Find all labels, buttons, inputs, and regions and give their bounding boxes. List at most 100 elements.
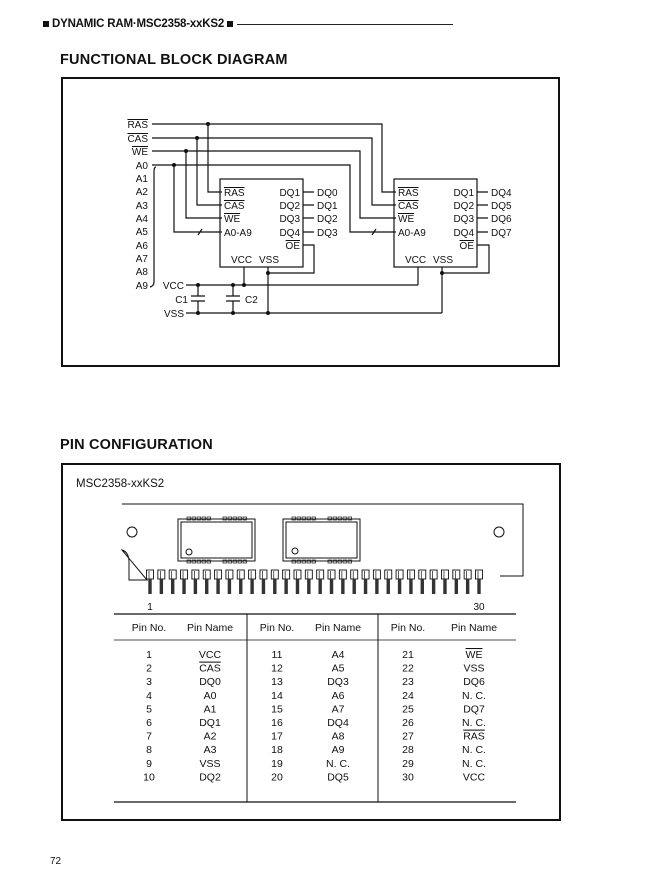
module-chip-2 (282, 518, 361, 562)
input-label-a3: A3 (136, 201, 149, 212)
pin-number: 15 (271, 703, 283, 715)
oe-wire-1 (268, 244, 315, 274)
chip-lead (327, 516, 332, 521)
edge-pin (316, 569, 325, 594)
pin-name: VSS (463, 663, 484, 675)
tap-cas-1 (196, 138, 222, 206)
edge-pin (372, 569, 381, 594)
bus-slash-2 (371, 228, 377, 236)
chip-1-pin-dq1: DQ1 (279, 188, 300, 199)
chip-1-pin-a0-a9: A0-A9 (224, 228, 252, 239)
pin-config-frame: MSC2358-xxKS2 1 30 Pin No.Pin Na (61, 463, 561, 821)
edge-pin (361, 569, 370, 594)
chip-lead (232, 516, 237, 521)
pin-1-label: 1 (147, 602, 153, 613)
output-label-dq5: DQ5 (491, 201, 512, 212)
wire-a0 (152, 164, 396, 233)
pin-name: DQ6 (463, 676, 485, 688)
edge-pin (429, 569, 438, 594)
address-bracket (149, 166, 157, 288)
c2-label: C2 (245, 295, 258, 306)
edge-pin (259, 569, 268, 594)
edge-pin (350, 569, 359, 594)
pin-name: A1 (204, 703, 217, 715)
input-label-a1: A1 (136, 174, 149, 185)
header-rule (237, 23, 453, 25)
chip-1-pin-dq2: DQ2 (279, 201, 300, 212)
pin-name: N. C. (462, 758, 486, 770)
chip-2-pin-vcc: VCC (405, 255, 426, 266)
input-label-ras: RAS (127, 120, 148, 131)
pin-name: A7 (332, 703, 345, 715)
chip-2-pin-dq4: DQ4 (453, 228, 474, 239)
edge-pin (406, 569, 415, 594)
table-row: 9 VSS (146, 758, 220, 770)
chip-1-pin-vss: VSS (259, 255, 279, 266)
input-label-we: WE (132, 147, 148, 158)
edge-pin (384, 569, 393, 594)
edge-pin (214, 569, 223, 594)
edge-pin (418, 569, 427, 594)
input-label-a6: A6 (136, 241, 149, 252)
chip-lead (342, 516, 347, 521)
edge-pin (157, 569, 166, 594)
chip-lead (242, 559, 247, 564)
chip-2-pin-oe: OE (460, 241, 475, 252)
pin-name: VSS (199, 758, 220, 770)
pin-name: A9 (332, 744, 345, 756)
pin-name: N. C. (462, 690, 486, 702)
chip-2-pin-dq3: DQ3 (453, 214, 474, 225)
chip-lead (337, 516, 342, 521)
pin-number: 7 (146, 731, 152, 743)
pin-number: 8 (146, 744, 152, 756)
pin-number: 9 (146, 758, 152, 770)
chip-lead (306, 559, 311, 564)
pin-name: VCC (463, 771, 486, 783)
pin-number: 16 (271, 717, 283, 729)
edge-pin (293, 569, 302, 594)
chip-lead (186, 516, 191, 521)
module-chip-1 (177, 518, 256, 562)
edge-pin (270, 569, 279, 594)
junction-dot (231, 283, 235, 287)
header-pin-no: Pin No. (391, 622, 425, 634)
running-header-title: DYNAMIC RAM·MSC2358-xxKS2 (52, 18, 225, 30)
pin-number: 17 (271, 731, 283, 743)
output-label-dq2: DQ2 (317, 214, 338, 225)
pin-number: 14 (271, 690, 283, 702)
chip-1-pin-ras: RAS (224, 188, 245, 199)
pin-number: 25 (402, 703, 414, 715)
chip-1-index-mark (185, 548, 193, 556)
chip-lead (306, 516, 311, 521)
input-label-a9: A9 (136, 281, 149, 292)
header-pin-no: Pin No. (132, 622, 166, 634)
junction-dot (206, 122, 210, 126)
header-pin-no: Pin No. (260, 622, 294, 634)
chip-1-pin-oe: OE (286, 241, 301, 252)
cap-c1 (191, 285, 205, 313)
module-name: MSC2358-xxKS2 (76, 478, 165, 490)
cap-c2 (226, 285, 240, 313)
chip-lead (342, 559, 347, 564)
edge-pin (441, 569, 449, 594)
input-label-cas: CAS (127, 134, 148, 145)
pin-number: 11 (272, 649, 283, 661)
chip-2-pin-vss: VSS (433, 255, 453, 266)
chip-1-pin-vcc: VCC (231, 255, 252, 266)
header-pin-name: Pin Name (315, 622, 361, 634)
pin-name: A3 (204, 744, 217, 756)
vcc-label: VCC (163, 281, 184, 292)
pin-number: 19 (271, 758, 283, 770)
output-label-dq3: DQ3 (317, 228, 338, 239)
pin-name: VCC (199, 649, 222, 661)
